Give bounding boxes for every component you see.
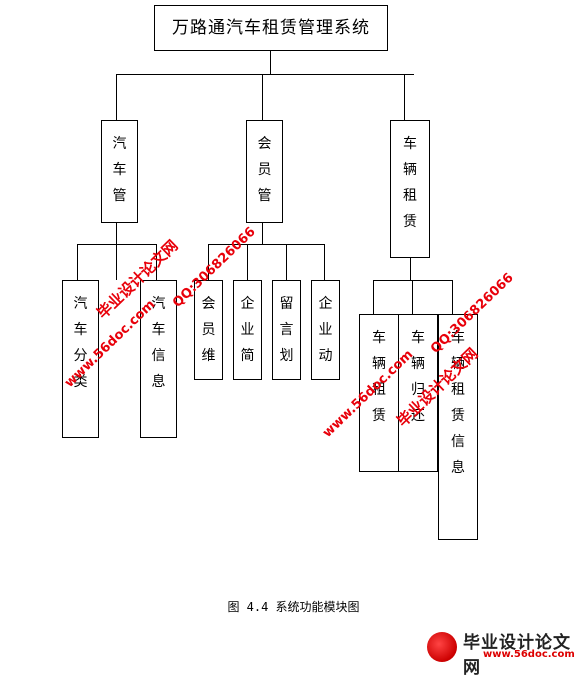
logo-url: www.56doc.com (483, 649, 575, 660)
node-car-category: 汽车分类 (62, 280, 99, 438)
car-module-connector (116, 74, 117, 120)
module-member-management-label: 会员管 (257, 136, 272, 204)
root-node-label: 万路通汽车租赁管理系统 (172, 18, 370, 38)
node-car-info-label: 汽车信息 (151, 296, 166, 390)
node-vehicle-rent: 车辆租赁 (359, 314, 399, 472)
member-children-connector (262, 222, 263, 244)
root-node: 万路通汽车租赁管理系统 (154, 5, 388, 51)
level1-bus (116, 74, 414, 75)
member-child-2-connector (247, 244, 248, 280)
node-car-info: 汽车信息 (140, 280, 177, 438)
member-child-1-connector (208, 244, 209, 280)
node-car-category-label: 汽车分类 (73, 296, 88, 390)
rental-child-1-connector (373, 280, 374, 314)
module-car-management-label: 汽车管 (112, 136, 127, 204)
node-vehicle-return: 车辆归还 (398, 314, 438, 472)
member-module-connector (262, 74, 263, 120)
node-member-maintain-label: 会员维 (201, 296, 216, 364)
rental-children-bus (373, 280, 453, 281)
figure-caption: 图 4.4 系统功能模块图 (227, 600, 360, 614)
module-vehicle-rental-label: 车辆租赁 (403, 136, 417, 230)
site-logo: 毕业设计论文网 www.56doc.com (413, 624, 587, 678)
node-company-intro: 企业简 (233, 280, 262, 380)
root-connector (270, 50, 271, 74)
car-children-bus (77, 244, 157, 245)
rental-children-connector (410, 258, 411, 280)
node-rental-info-label: 车辆租赁信息 (451, 330, 465, 476)
node-rental-info: 车辆租赁信息 (438, 314, 478, 540)
car-children-connector (116, 222, 117, 244)
node-vehicle-rent-label: 车辆租赁 (372, 330, 386, 424)
car-mid-connector (116, 244, 117, 280)
node-message: 留言划 (272, 280, 301, 380)
member-child-4-connector (324, 244, 325, 280)
node-vehicle-return-label: 车辆归还 (411, 330, 425, 424)
node-company-news: 企业动 (311, 280, 340, 380)
member-children-bus (208, 244, 324, 245)
node-message-label: 留言划 (279, 296, 294, 364)
node-company-news-label: 企业动 (318, 296, 333, 364)
member-child-3-connector (286, 244, 287, 280)
car-child-1-connector (77, 244, 78, 280)
module-member-management: 会员管 (246, 120, 283, 223)
module-vehicle-rental: 车辆租赁 (390, 120, 430, 258)
car-child-2-connector (156, 244, 157, 280)
rental-module-connector (404, 74, 405, 120)
rental-child-2-connector (412, 280, 413, 314)
module-car-management: 汽车管 (101, 120, 138, 223)
rental-child-3-connector (452, 280, 453, 314)
node-company-intro-label: 企业简 (240, 296, 255, 364)
logo-seal-icon (427, 632, 457, 662)
node-member-maintain: 会员维 (194, 280, 223, 380)
